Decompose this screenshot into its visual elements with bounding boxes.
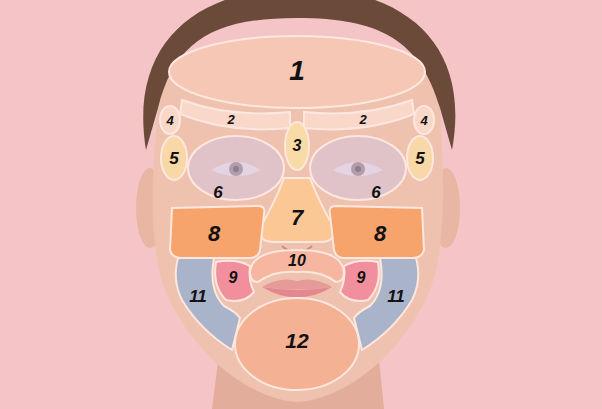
zone-number: 8 xyxy=(374,223,386,245)
zone-number: 9 xyxy=(229,270,238,286)
glabella-zone: 3 xyxy=(284,121,310,171)
zone-outline xyxy=(354,258,418,350)
zone-number: 2 xyxy=(359,113,366,126)
zone-outline xyxy=(169,36,425,108)
zone-number: 2 xyxy=(227,113,234,126)
lower-lip xyxy=(262,287,332,298)
zone-outline xyxy=(161,136,187,180)
nose-zone: 7 xyxy=(258,176,336,244)
zone-number: 12 xyxy=(285,330,308,351)
brow-band-zone: 2 xyxy=(302,98,416,136)
zone-outline xyxy=(330,206,424,258)
zone-shape xyxy=(178,98,292,136)
zone-number: 10 xyxy=(288,253,306,269)
eye-zone: 6 xyxy=(188,136,284,200)
upper-lip xyxy=(262,279,332,289)
cheek-zone: 8 xyxy=(328,206,424,258)
zone-outline xyxy=(170,206,264,258)
mouth-corner-zone: 9 xyxy=(213,258,254,302)
zone-number: 5 xyxy=(169,150,178,167)
zone-number: 9 xyxy=(357,270,366,286)
zone-number: 8 xyxy=(208,223,220,245)
zone-outline xyxy=(215,261,254,301)
zone-number: 4 xyxy=(420,114,427,127)
zone-number: 6 xyxy=(213,184,222,201)
zone-number: 3 xyxy=(293,138,302,154)
zone-outline xyxy=(285,122,309,170)
zone-number: 7 xyxy=(291,207,303,229)
side-eye-zone: 5 xyxy=(406,135,434,181)
zone-outline xyxy=(414,106,434,134)
eye-zone: 6 xyxy=(310,136,406,200)
zone-number: 6 xyxy=(371,184,380,201)
zone-number: 11 xyxy=(387,288,405,305)
zone-outline xyxy=(250,250,344,282)
cheek-zone: 8 xyxy=(170,206,266,258)
zone-outline xyxy=(235,298,359,390)
zone-number: 11 xyxy=(189,288,207,305)
zone-outline xyxy=(304,100,414,129)
zone-outline xyxy=(176,258,240,350)
zone-shape xyxy=(310,136,406,200)
zone-outline xyxy=(310,136,406,200)
zone-number: 4 xyxy=(166,114,173,127)
temple-zone: 4 xyxy=(413,105,435,135)
zone-outline xyxy=(407,136,433,180)
mouth-corner-zone: 9 xyxy=(340,258,381,302)
zone-outline xyxy=(180,100,290,129)
zone-shape xyxy=(302,98,416,136)
zone-outline xyxy=(160,106,180,134)
upper-lip-zone: 10 xyxy=(250,250,344,282)
brow-band-zone: 2 xyxy=(178,98,292,136)
zone-outline xyxy=(260,178,334,242)
zone-outline xyxy=(340,261,379,301)
zone-shape xyxy=(188,136,284,200)
chin-zone: 12 xyxy=(235,298,359,390)
side-eye-zone: 5 xyxy=(160,135,188,181)
forehead-zone: 1 xyxy=(166,34,428,110)
zone-number: 5 xyxy=(415,150,424,167)
temple-zone: 4 xyxy=(159,105,181,135)
zone-number: 1 xyxy=(289,57,305,85)
zone-outline xyxy=(188,136,284,200)
